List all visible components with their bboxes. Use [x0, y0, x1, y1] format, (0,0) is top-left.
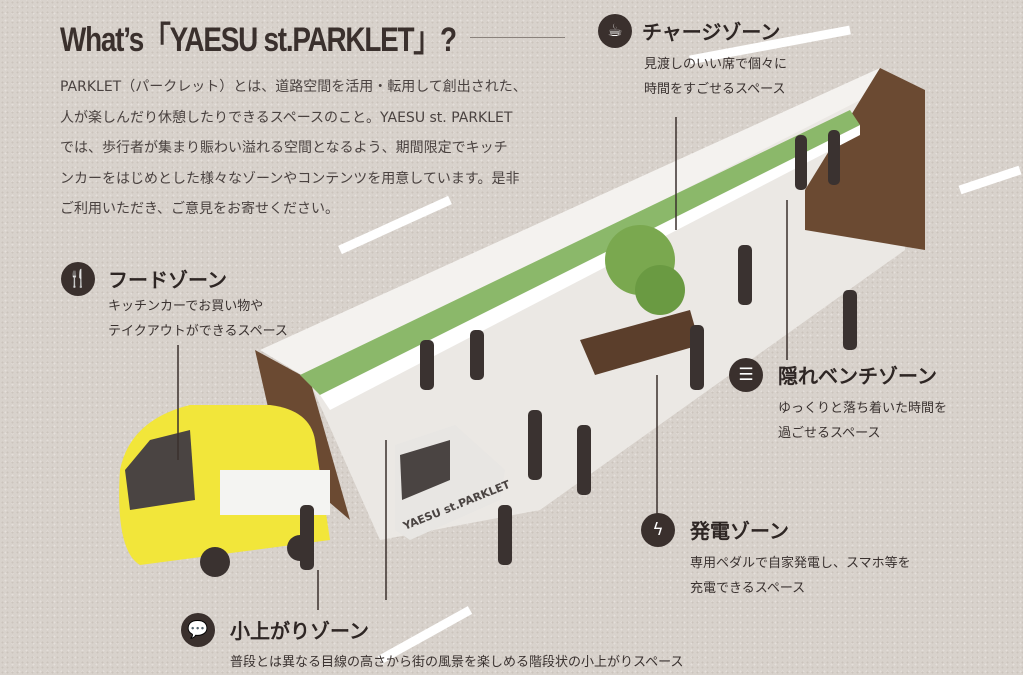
- zone-desc: ゆっくりと落ち着いた時間を過ごせるスペース: [778, 396, 947, 446]
- zone-desc-line: 普段とは異なる目線の高さから街の風景を楽しめる階段状の小上がりスペース: [230, 655, 684, 670]
- fork-knife-icon: 🍴: [61, 262, 95, 296]
- road-markings: [338, 25, 1022, 664]
- zone-desc-line: 見渡しのいい席で個々に: [644, 57, 788, 72]
- bench-icon: ☰: [729, 358, 763, 392]
- intro-line: ンカーをはじめとした様々なゾーンやコンテンツを用意しています。是非: [60, 170, 520, 187]
- zone-desc: 普段とは異なる目線の高さから街の風景を楽しめる階段状の小上がりスペース: [230, 650, 683, 675]
- zone-desc-line: 専用ペダルで自家発電し、スマホ等を: [690, 556, 911, 571]
- zone-desc-line: キッチンカーでお買い物や: [108, 299, 264, 314]
- wood-wall: [805, 68, 925, 250]
- zone-desc-line: 過ごせるスペース: [778, 426, 881, 441]
- lightning-icon: ϟ: [641, 513, 675, 547]
- intro-line: 人が楽しんだり休憩したりできるスペースのこと。YAESU st. PARKLET: [60, 109, 513, 126]
- zone-title: 隠れベンチゾーン: [778, 364, 937, 388]
- zone-desc-line: テイクアウトができるスペース: [108, 324, 288, 339]
- intro-line: ご利用いただき、ご意見をお寄せください。: [60, 201, 340, 217]
- kitchen-van: [119, 405, 330, 577]
- zone-title: フードゾーン: [108, 268, 227, 292]
- table: [580, 310, 700, 375]
- planter: [300, 110, 860, 395]
- zone-title: 小上がりゾーン: [230, 619, 369, 643]
- intro-line: では、歩行者が集まり賑わい溢れる空間となるよう、期間限定でキッチ: [60, 140, 508, 156]
- leader-lines: [177, 117, 788, 610]
- people: [300, 130, 857, 570]
- zone-desc: 見渡しのいい席で個々に時間をすごせるスペース: [644, 52, 787, 102]
- chat-bubbles-icon: 💬: [181, 613, 215, 647]
- zone-desc-line: ゆっくりと落ち着いた時間を: [778, 401, 948, 416]
- zone-desc: 専用ペダルで自家発電し、スマホ等を充電できるスペース: [690, 551, 911, 601]
- zone-title: チャージゾーン: [642, 20, 781, 44]
- title-divider: [470, 37, 565, 38]
- zone-desc-line: 充電できるスペース: [690, 581, 806, 596]
- coffee-cup-icon: ☕: [598, 14, 632, 48]
- page-title: What’s「YAESU st.PARKLET」?: [60, 21, 457, 59]
- zone-title: 発電ゾーン: [690, 519, 789, 543]
- intro-line: PARKLET（パークレット）とは、道路空間を活用・転用して創出された、: [60, 79, 527, 95]
- zone-desc-line: 時間をすごせるスペース: [644, 82, 786, 97]
- intro-text: PARKLET（パークレット）とは、道路空間を活用・転用して創出された、 人が楽…: [60, 72, 580, 225]
- zone-desc: キッチンカーでお買い物やテイクアウトができるスペース: [108, 294, 288, 344]
